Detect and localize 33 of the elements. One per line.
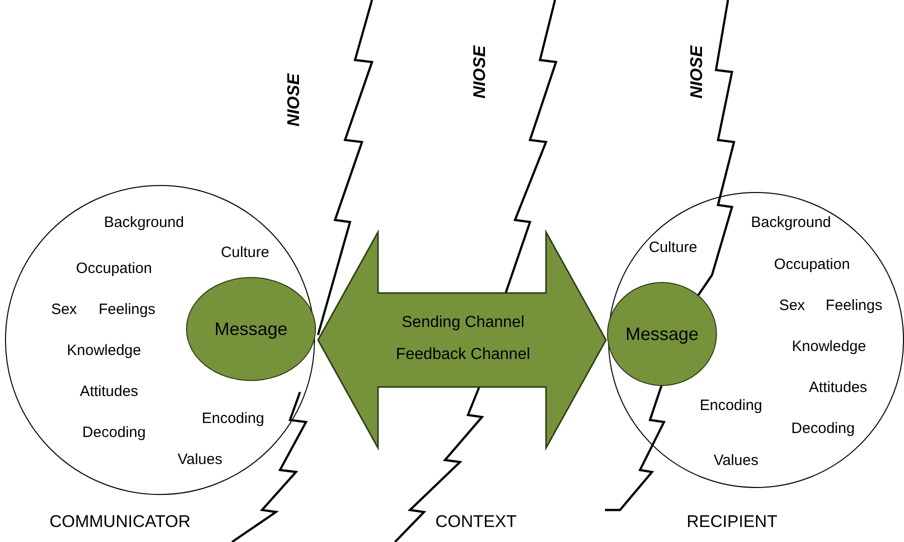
context-caption: CONTEXT bbox=[435, 512, 517, 532]
attribute-label: Values bbox=[178, 452, 222, 468]
attribute-label: Decoding bbox=[82, 424, 146, 442]
attribute-label: Background bbox=[104, 214, 184, 232]
attribute-label: Decoding bbox=[791, 420, 855, 438]
channel-label: Sending Channel bbox=[402, 314, 524, 332]
noise-label: NIOSE bbox=[470, 46, 490, 98]
role-caption: RECIPIENT bbox=[686, 512, 778, 532]
attribute-label: Culture bbox=[220, 244, 270, 262]
person-circle bbox=[5, 185, 315, 495]
attribute-label: Knowledge bbox=[66, 342, 142, 360]
attribute-label: Background bbox=[750, 214, 832, 232]
attribute-label: Values bbox=[714, 452, 758, 470]
attribute-label: Feelings bbox=[826, 298, 882, 314]
attribute-label: Knowledge bbox=[792, 338, 866, 356]
person-circle bbox=[608, 192, 904, 488]
message-ellipse: Message bbox=[607, 282, 717, 386]
message-ellipse: Message bbox=[186, 277, 316, 381]
attribute-label: Attitudes bbox=[808, 380, 868, 396]
role-caption: COMMUNICATOR bbox=[49, 512, 191, 532]
attribute-label: Attitudes bbox=[80, 384, 138, 400]
noise-label: NIOSE bbox=[687, 46, 707, 98]
attribute-label: Occupation bbox=[774, 256, 850, 274]
attribute-label: Sex bbox=[51, 302, 77, 318]
channel-label: Feedback Channel bbox=[396, 346, 530, 364]
double-arrow bbox=[317, 229, 607, 451]
noise-label: NIOSE bbox=[284, 74, 304, 126]
attribute-label: Encoding bbox=[202, 410, 264, 428]
attribute-label: Sex bbox=[779, 298, 805, 314]
attribute-label: Culture bbox=[648, 240, 698, 256]
attribute-label: Encoding bbox=[700, 398, 762, 414]
attribute-label: Feelings bbox=[98, 302, 156, 318]
attribute-label: Occupation bbox=[76, 260, 152, 278]
